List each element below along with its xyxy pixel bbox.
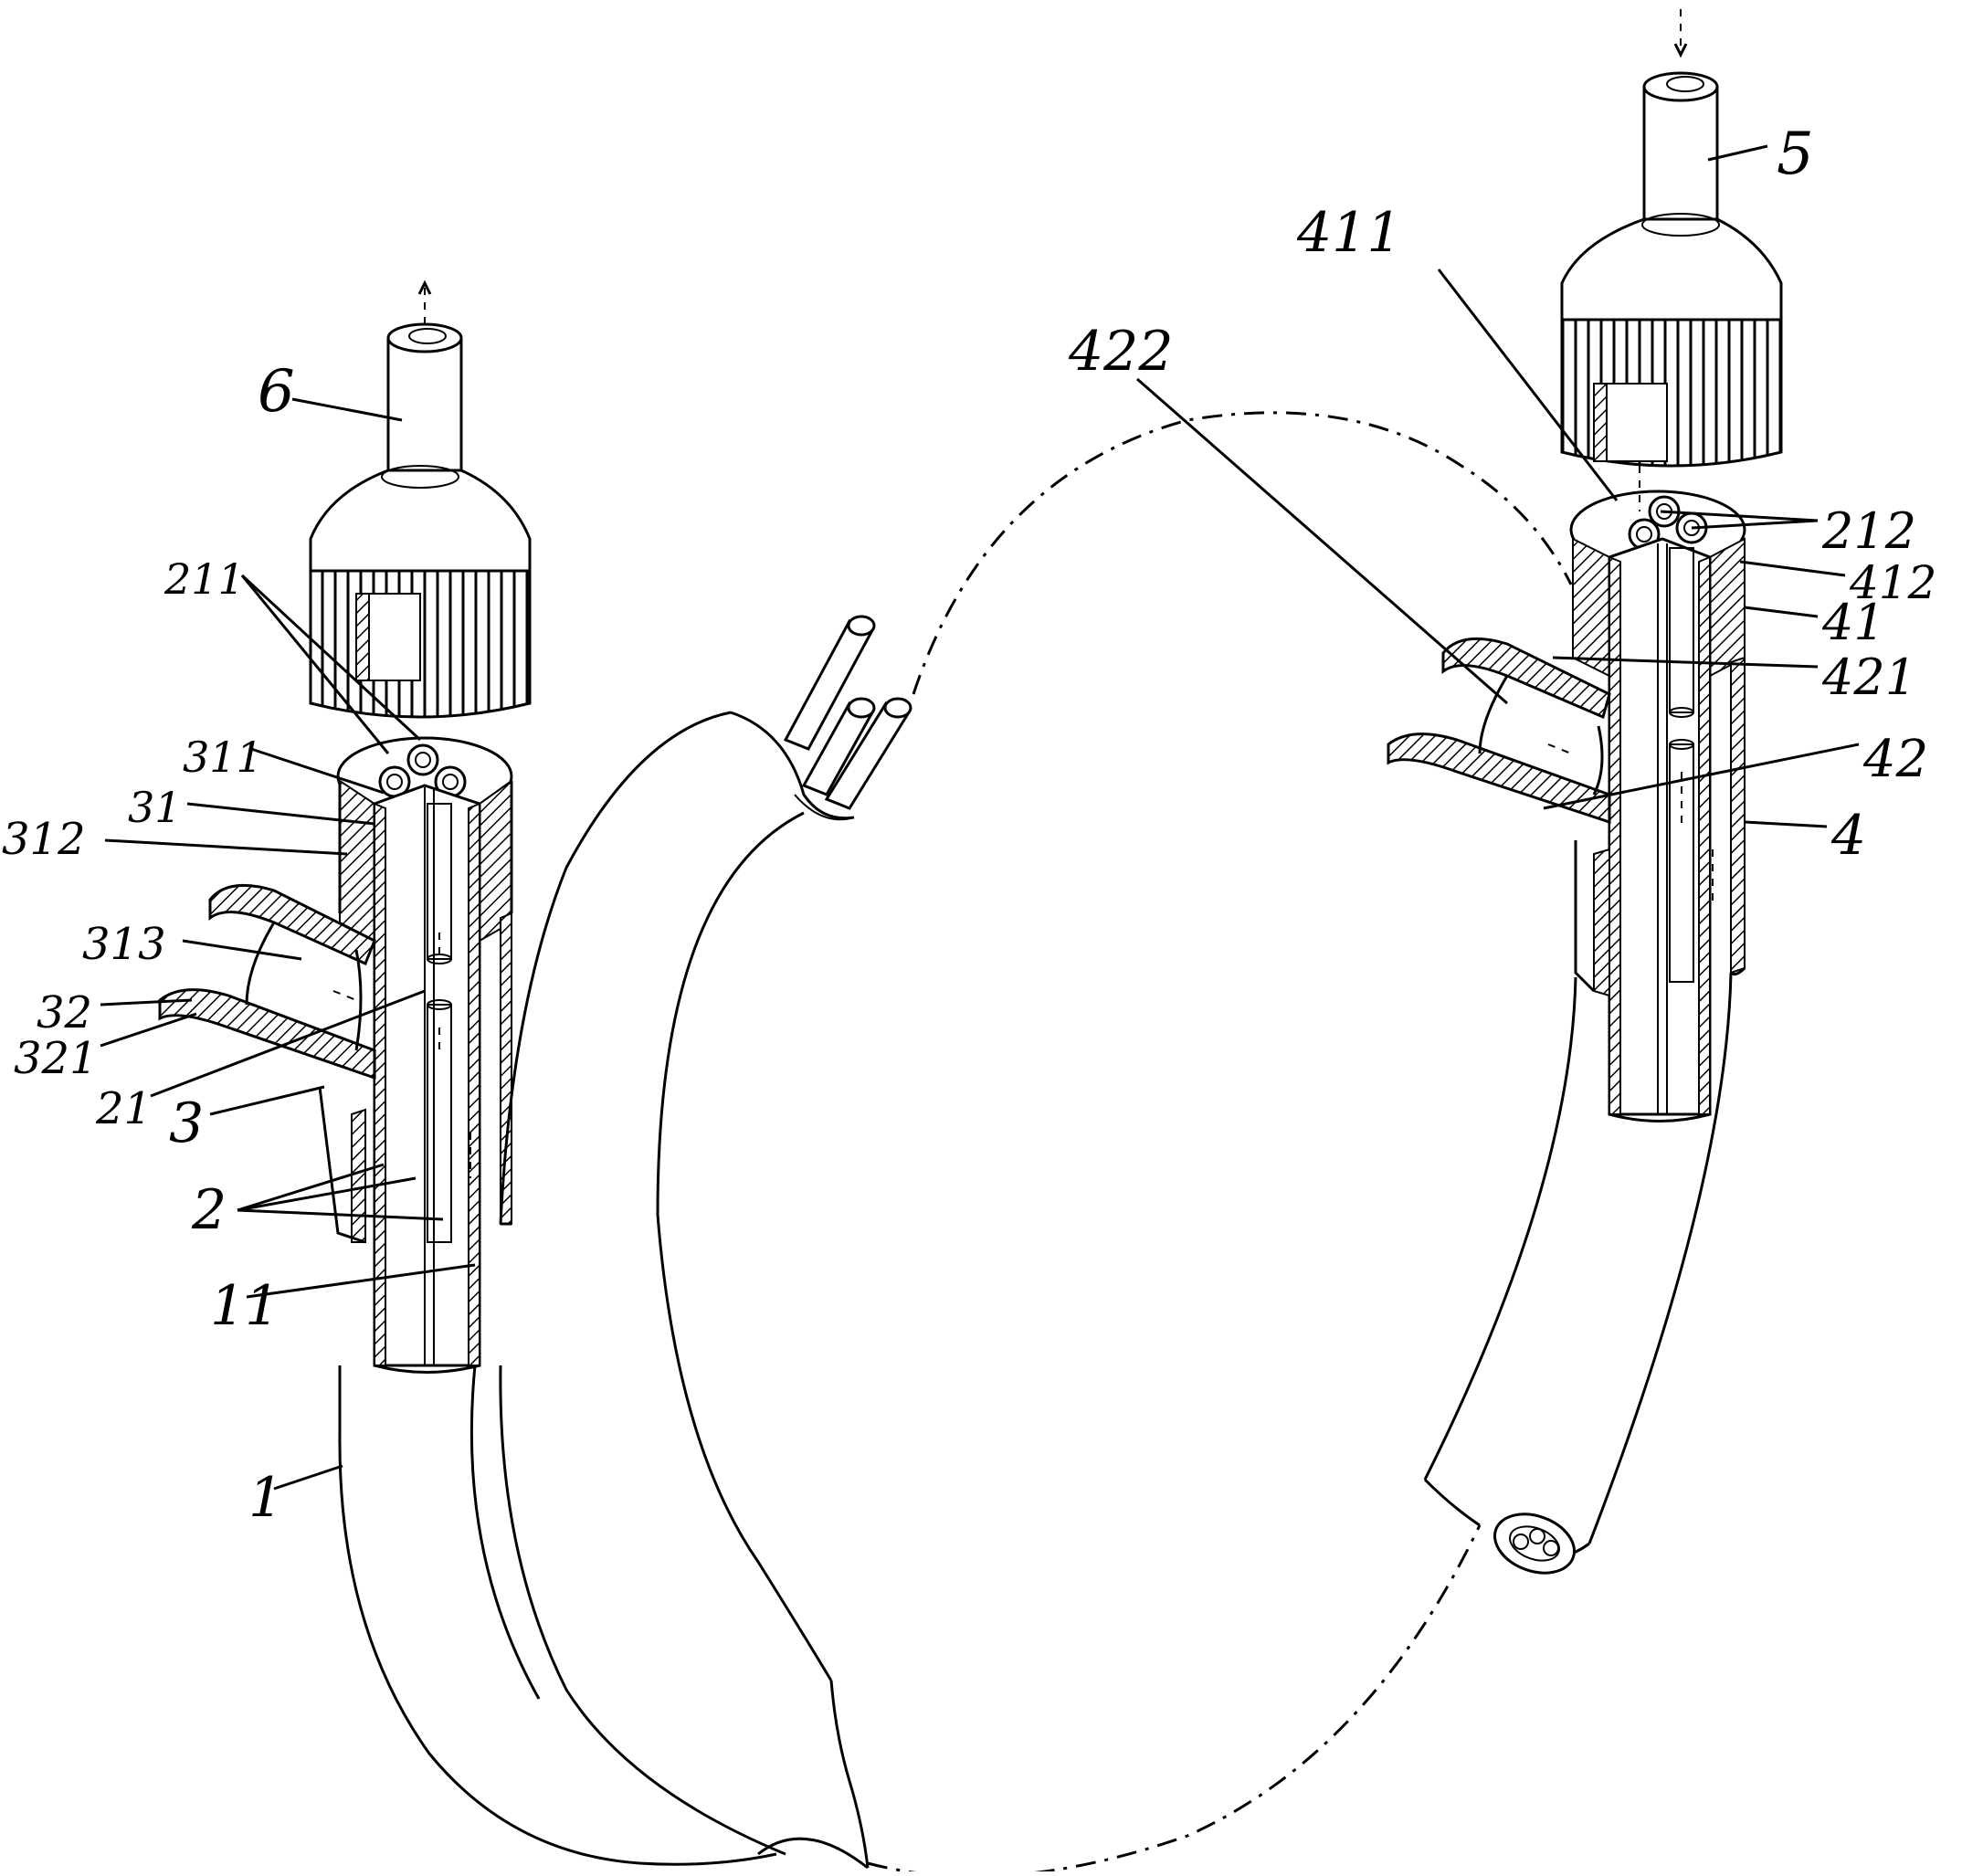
label-2: 2 [191,1178,227,1242]
left-inner-tube [373,784,481,1374]
label-312: 312 [2,814,86,865]
pipe-5 [1642,9,1719,239]
continuation-line [912,411,1573,695]
label-321: 321 [14,1033,98,1084]
label-212: 212 [1821,502,1916,560]
label-41: 41 [1821,594,1885,651]
left-assembly [158,279,1573,1876]
right-outer-sleeve [1574,656,1746,997]
continuation-line-lower [867,1524,1482,1876]
label-421: 421 [1821,648,1916,706]
left-outer-sleeve [318,912,512,1244]
right-hose [1423,972,1733,1575]
label-411: 411 [1296,201,1402,265]
left-cap [309,465,532,719]
left-side-ports [158,883,376,1080]
pipe-6 [386,279,463,495]
label-6: 6 [258,358,295,426]
hose-1 [338,1365,786,1866]
left-thread-sleeve [338,779,513,943]
reference-labels: 6 211 311 31 312 313 32 321 21 3 2 11 1 … [2,121,1936,1530]
right-cap [1560,213,1783,468]
right-thread-sleeve [1572,537,1746,678]
label-11: 11 [210,1274,280,1338]
label-21: 21 [95,1083,152,1134]
label-5: 5 [1777,121,1814,188]
label-422: 422 [1068,320,1174,384]
label-42: 42 [1862,730,1928,789]
middle-hose [499,615,912,1870]
right-inner-tube [1608,537,1714,1122]
leader-lines [100,144,1860,1491]
label-211: 211 [163,554,245,604]
label-32: 32 [37,987,92,1038]
label-412: 412 [1849,556,1936,609]
label-31: 31 [128,783,182,832]
label-1: 1 [248,1466,283,1530]
label-313: 313 [82,919,166,970]
label-311: 311 [183,732,263,782]
label-3: 3 [169,1091,204,1155]
right-side-ports [1387,637,1611,825]
right-assembly [1387,9,1783,1575]
label-4: 4 [1830,804,1866,868]
